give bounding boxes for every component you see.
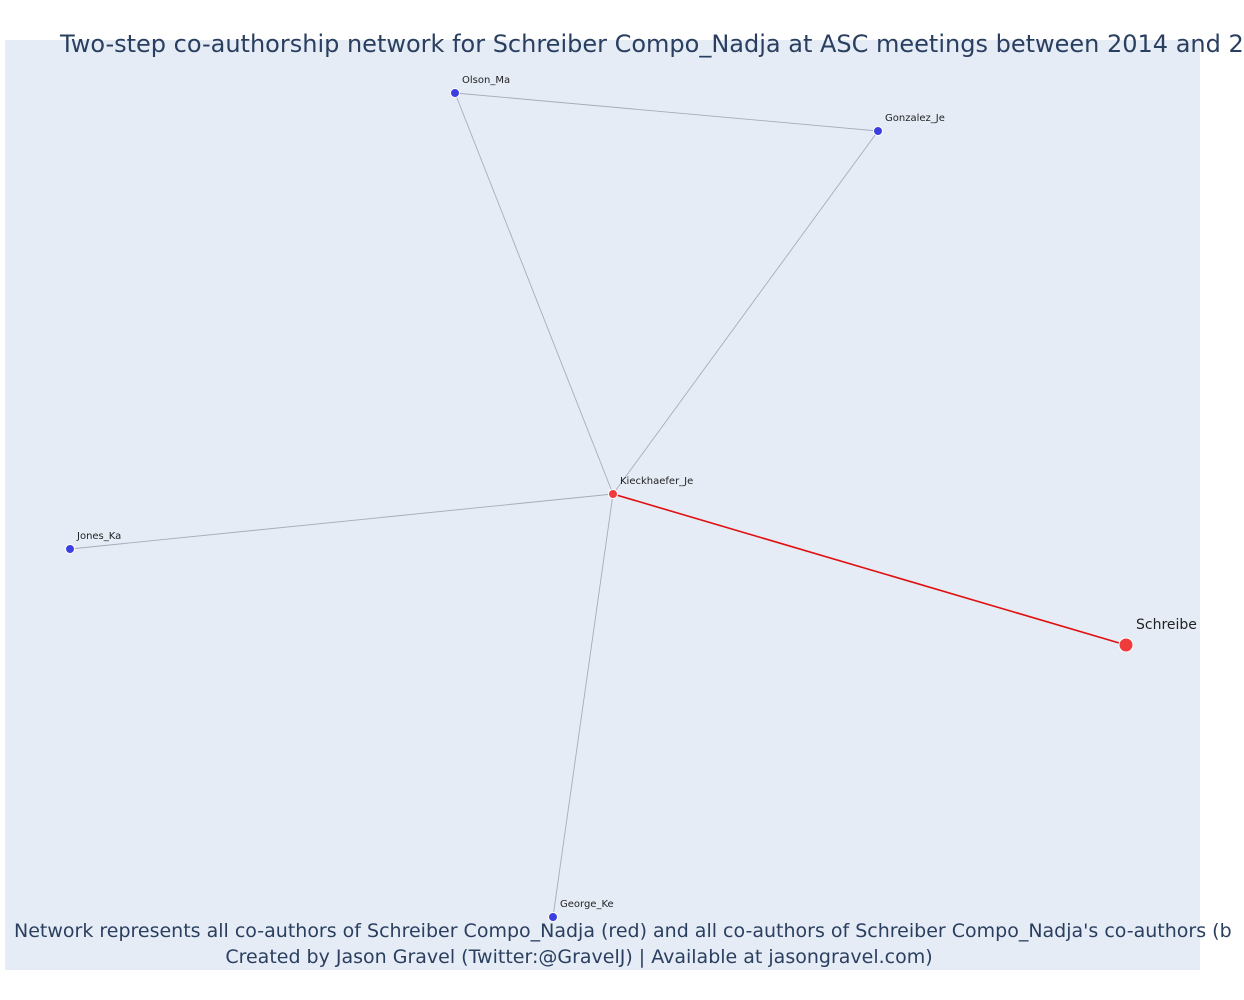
node-label-jones: Jones_Ka	[76, 531, 121, 542]
node-kieckhaefer[interactable]	[608, 489, 618, 499]
edge-george-kieckhaefer	[552, 493, 614, 918]
node-label-olson: Olson_Ma	[462, 75, 510, 86]
node-label-schreiber: Schreibe	[1136, 617, 1197, 633]
edge-kieckhaefer-schreiber	[612, 493, 1127, 646]
node-label-george: George_Ke	[560, 899, 614, 910]
edge-gonzalez-kieckhaefer	[612, 130, 879, 495]
node-schreiber[interactable]	[1118, 637, 1134, 653]
node-gonzalez[interactable]	[873, 126, 883, 136]
node-george[interactable]	[548, 912, 558, 922]
edge-olson-kieckhaefer	[454, 92, 614, 495]
plot-area	[5, 40, 1200, 970]
node-jones[interactable]	[65, 544, 75, 554]
network-graph: Olson_MaGonzalez_JeKieckhaefer_JeJones_K…	[65, 75, 1197, 922]
edge-olson-gonzalez	[454, 92, 879, 132]
node-label-gonzalez: Gonzalez_Je	[885, 113, 945, 124]
node-label-kieckhaefer: Kieckhaefer_Je	[620, 476, 693, 487]
edge-jones-kieckhaefer	[69, 493, 614, 550]
chart-title: Two-step co-authorship network for Schre…	[60, 30, 1244, 58]
caption-line-1: Network represents all co-authors of Sch…	[14, 920, 1232, 942]
node-olson[interactable]	[450, 88, 460, 98]
caption-line-2: Created by Jason Gravel (Twitter:@Gravel…	[225, 946, 933, 968]
